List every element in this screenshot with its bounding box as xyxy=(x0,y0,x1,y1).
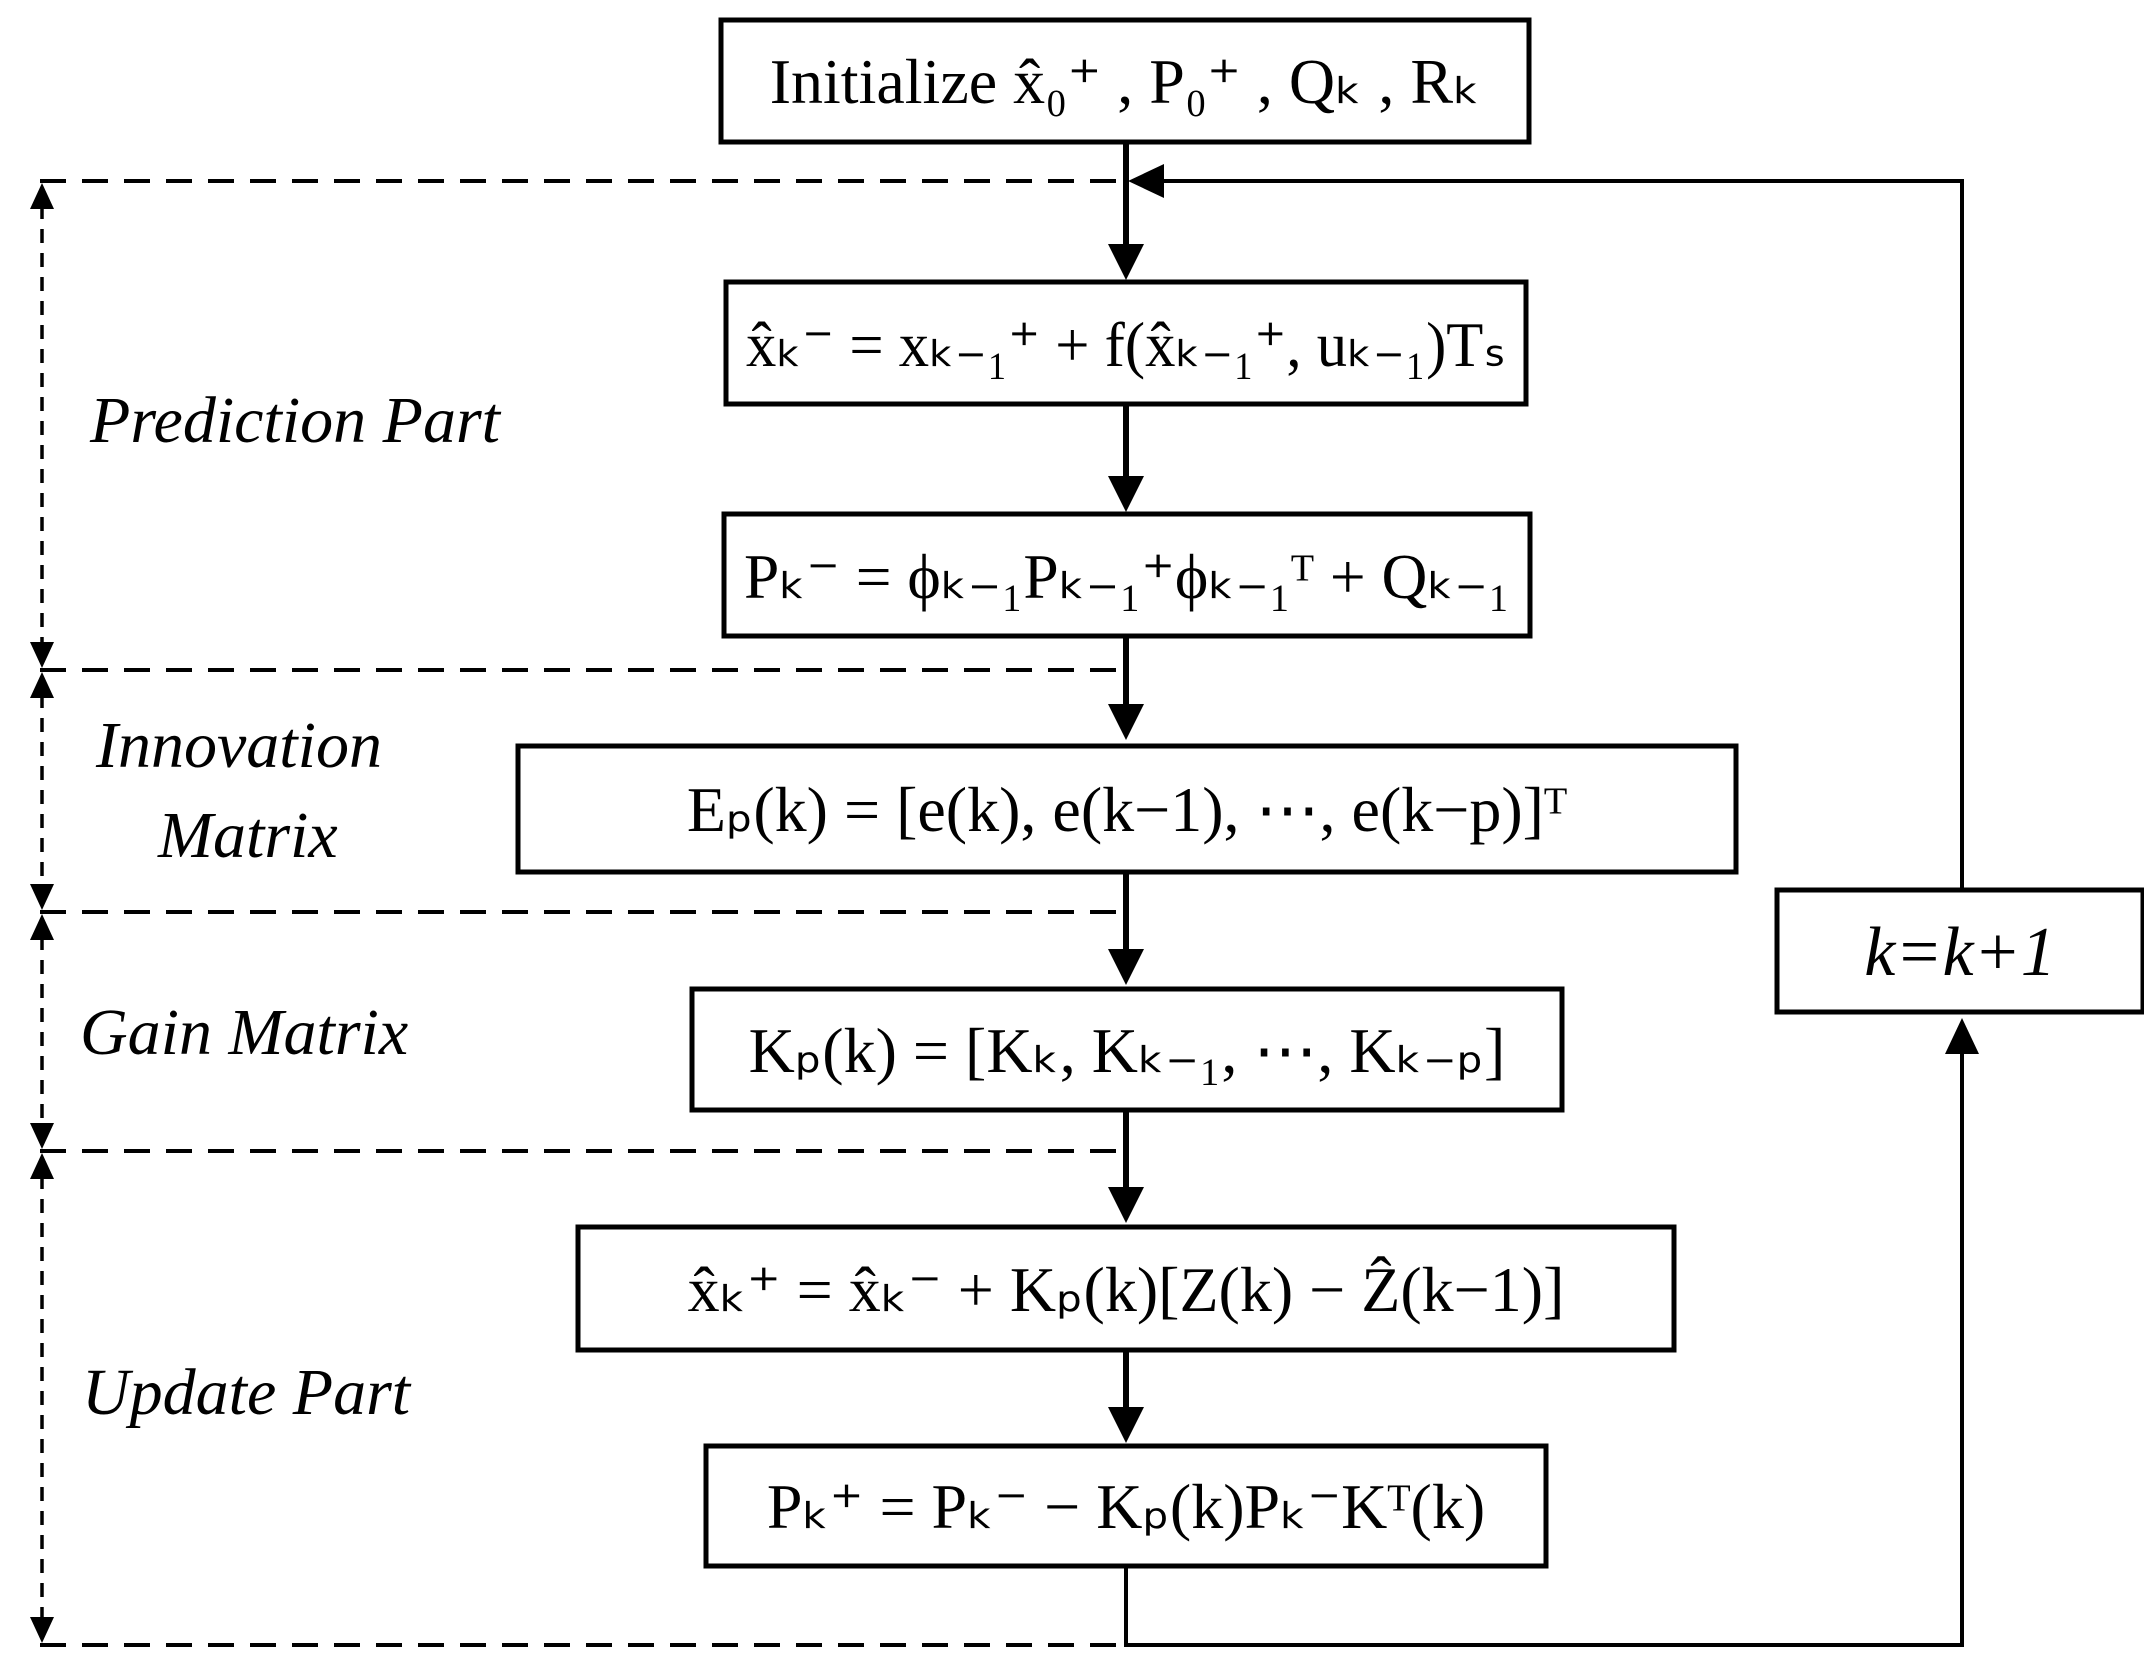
box-covariance-update xyxy=(703,1443,1549,1569)
arrowhead-loop-return xyxy=(1128,164,1164,198)
equations: Initialize x̂₀⁺ , P₀⁺ , Qₖ , Rₖ x̂ₖ⁻ = x… xyxy=(687,46,2056,1542)
arrowhead-counter xyxy=(1945,1018,1979,1054)
phase-labels: Prediction Part Innovation Matrix Gain M… xyxy=(80,384,502,1429)
label-prediction-part: Prediction Part xyxy=(89,384,502,457)
feedback-return-line xyxy=(1162,179,1964,890)
arrowhead-state-update xyxy=(1108,1187,1144,1223)
equation-state-prediction: x̂ₖ⁻ = xₖ₋₁⁺ + f(x̂ₖ₋₁⁺, uₖ₋₁)Tₛ xyxy=(746,309,1506,380)
flow-boxes xyxy=(515,17,2144,1569)
arrowhead-innovation xyxy=(1108,704,1144,740)
box-covariance-prediction xyxy=(721,511,1533,639)
equation-state-update: x̂ₖ⁺ = x̂ₖ⁻ + Kₚ(k)[Z(k) − Ẑ(k−1)] xyxy=(688,1254,1565,1325)
arrowhead-cov-update xyxy=(1108,1407,1144,1443)
extent-arrowheads xyxy=(30,183,54,1643)
box-initialize xyxy=(718,17,1532,145)
box-gain-matrix xyxy=(689,986,1565,1113)
box-counter xyxy=(1774,887,2144,1015)
equation-gain-matrix: Kₚ(k) = [Kₖ, Kₖ₋₁, ⋯, Kₖ₋ₚ] xyxy=(749,1015,1506,1086)
arrowhead-gain xyxy=(1108,949,1144,985)
box-innovation-matrix xyxy=(515,743,1739,875)
feedback-loop-line xyxy=(1124,1040,1964,1647)
equation-covariance-update: Pₖ⁺ = Pₖ⁻ − Kₚ(k)Pₖ⁻Kᵀ(k) xyxy=(767,1471,1485,1542)
label-gain-matrix: Gain Matrix xyxy=(80,996,408,1069)
arrowhead-prediction xyxy=(1108,244,1144,280)
flow-connectors xyxy=(1108,142,1979,1647)
phase-separators xyxy=(30,179,1126,1647)
label-innovation-line2: Matrix xyxy=(157,799,338,872)
equation-innovation-matrix: Eₚ(k) = [e(k), e(k−1), ⋯, e(k−p)]ᵀ xyxy=(687,774,1567,845)
box-state-update xyxy=(575,1224,1677,1353)
box-state-prediction xyxy=(723,279,1529,407)
equation-initialize: Initialize x̂₀⁺ , P₀⁺ , Qₖ , Rₖ xyxy=(770,46,1481,117)
label-innovation-line1: Innovation xyxy=(95,709,382,782)
label-update-part: Update Part xyxy=(82,1356,412,1429)
equation-covariance-prediction: Pₖ⁻ = ϕₖ₋₁Pₖ₋₁⁺ϕₖ₋₁ᵀ + Qₖ₋₁ xyxy=(744,541,1510,612)
arrowhead-covariance xyxy=(1108,476,1144,512)
equation-counter: k=k+1 xyxy=(1864,914,2056,991)
